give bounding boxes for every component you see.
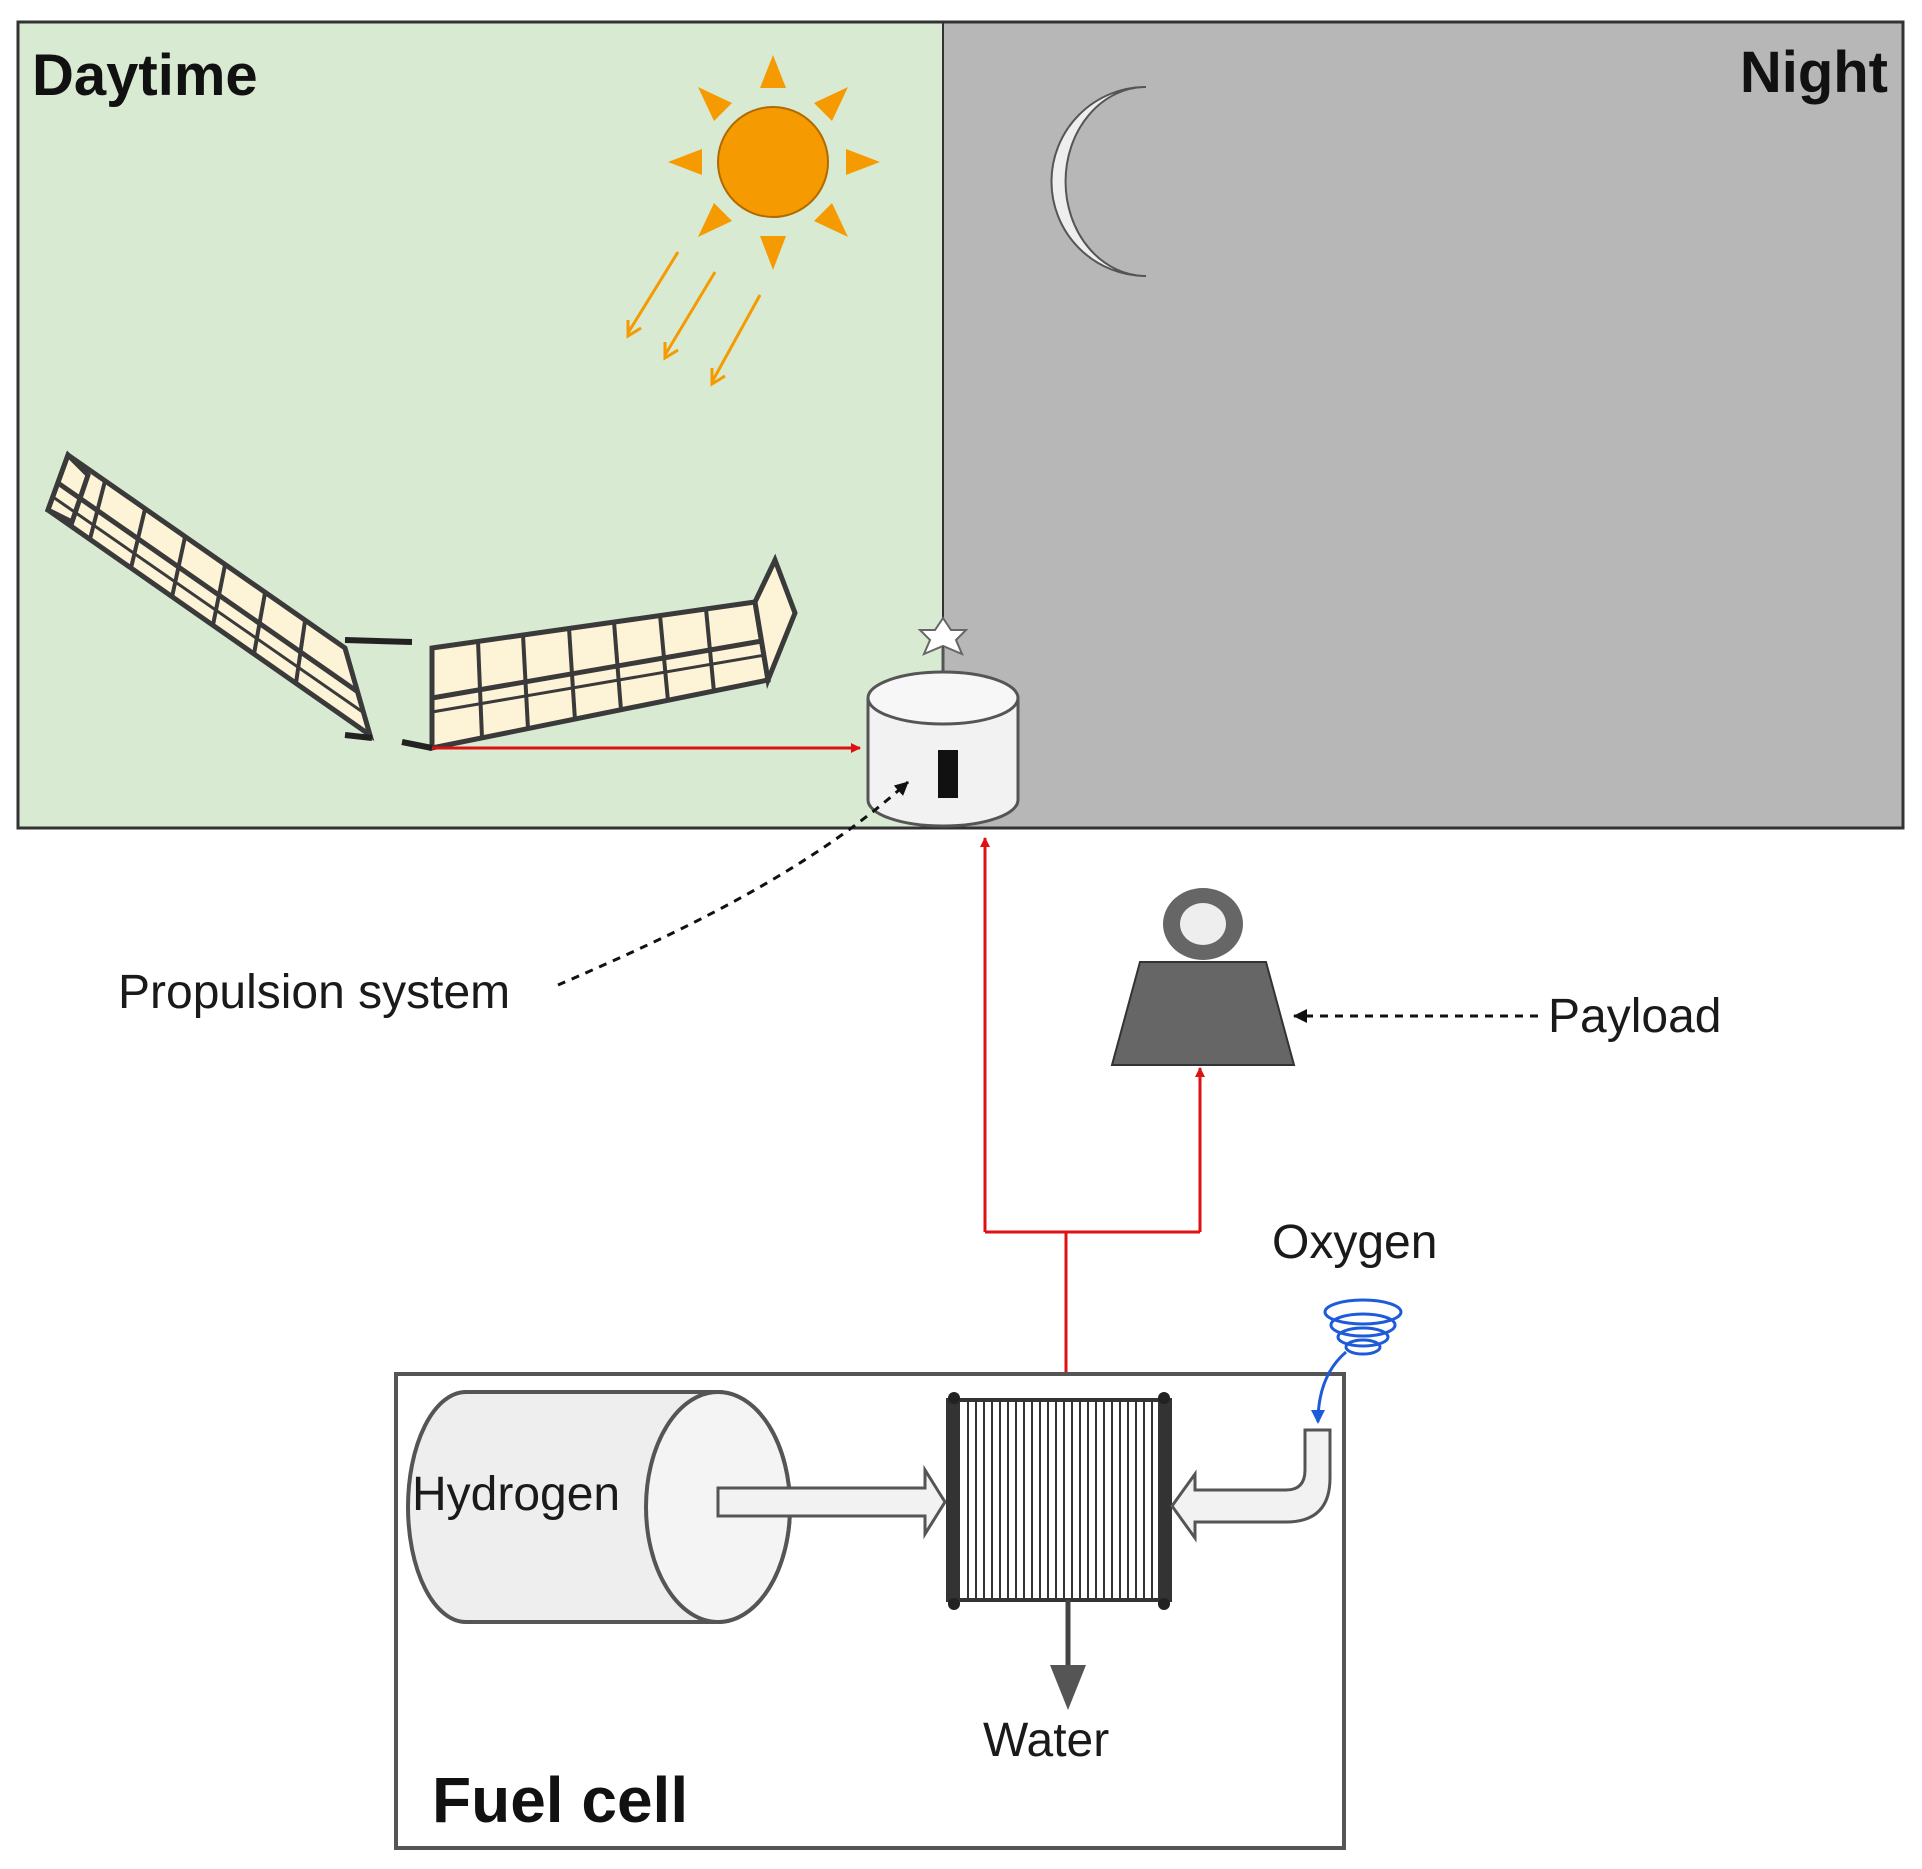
daytime-label: Daytime bbox=[32, 43, 258, 108]
solar-wing-left bbox=[44, 450, 413, 742]
night-label: Night bbox=[1740, 40, 1888, 105]
payload-label: Payload bbox=[1548, 990, 1721, 1043]
sky-frame bbox=[16, 20, 1905, 830]
solar-wing-right bbox=[401, 553, 798, 752]
propulsion-pointer bbox=[557, 780, 910, 987]
moon-icon bbox=[1050, 86, 1147, 277]
fuel-cell-stack-icon bbox=[946, 1392, 1172, 1610]
oxygen-label: Oxygen bbox=[1272, 1216, 1437, 1269]
night-panel bbox=[943, 22, 1903, 828]
oxygen-coil-icon bbox=[1311, 1298, 1403, 1424]
hydrogen-label: Hydrogen bbox=[412, 1468, 620, 1521]
water-outlet-arrow bbox=[1050, 1600, 1086, 1710]
oxygen-flow-arrow bbox=[1170, 1428, 1332, 1543]
sun-icon bbox=[668, 55, 880, 270]
sunlight-rays bbox=[626, 251, 762, 387]
propulsion-system-label: Propulsion system bbox=[118, 966, 510, 1019]
water-label: Water bbox=[983, 1714, 1109, 1767]
weight-icon bbox=[1110, 888, 1296, 1066]
fuel-cell-label: Fuel cell bbox=[432, 1764, 688, 1836]
hydrogen-flow-arrow bbox=[716, 1464, 947, 1540]
